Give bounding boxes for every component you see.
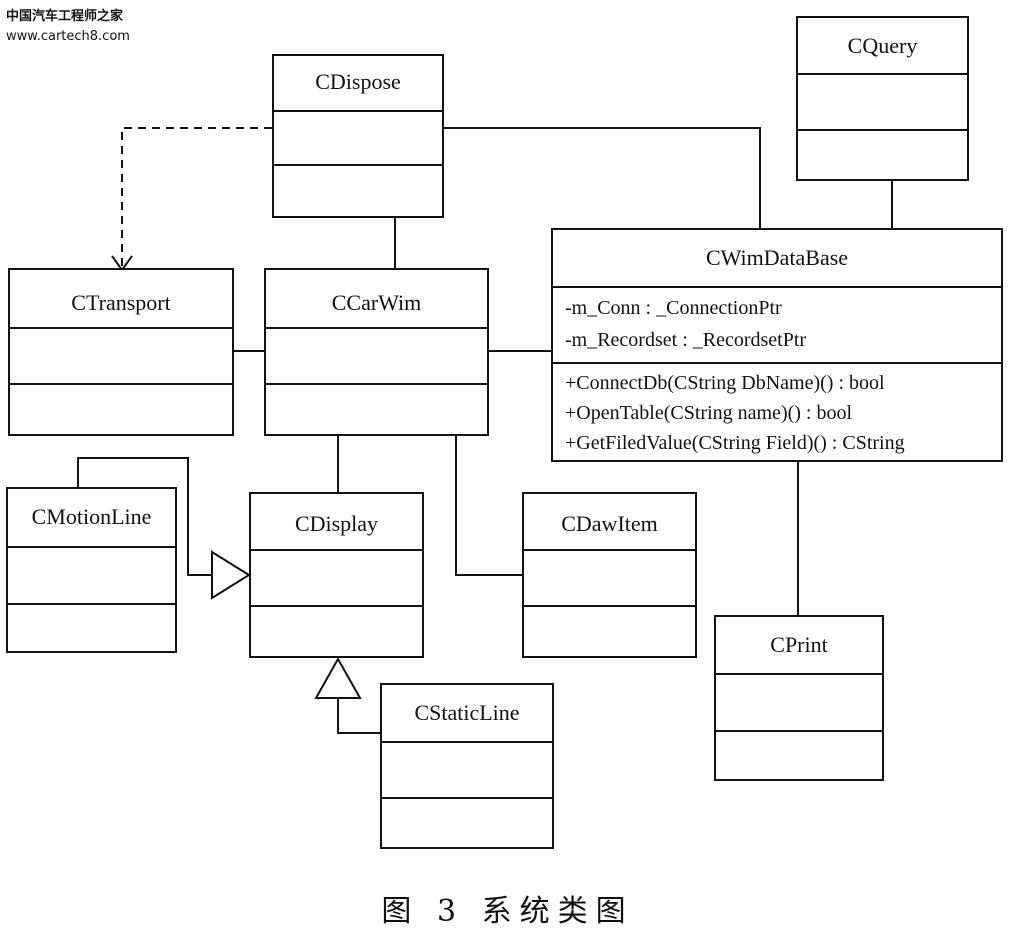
generalization-cmotionline-cdisplay xyxy=(77,457,212,576)
operations-section xyxy=(266,383,487,434)
attributes-section xyxy=(524,549,695,605)
class-name: CCarWim xyxy=(331,290,422,315)
watermark-url: www.cartech8.com xyxy=(6,29,130,44)
class-name: CDisplay xyxy=(294,511,379,536)
class-name: CDispose xyxy=(315,69,401,94)
attributes-section xyxy=(798,73,967,129)
generalization-cstaticline-cdisplay xyxy=(337,698,380,734)
class-cdawitem: CDawItem xyxy=(522,492,697,658)
class-name: CTransport xyxy=(71,290,171,315)
operations-section xyxy=(524,605,695,656)
class-name: CMotionLine xyxy=(31,504,152,529)
class-name: CPrint xyxy=(770,632,828,657)
class-name: CDawItem xyxy=(561,511,658,536)
attributes-section xyxy=(716,673,882,730)
class-name: CWimDataBase xyxy=(705,245,849,270)
class-cstaticline: CStaticLine xyxy=(380,683,554,849)
attributes-section xyxy=(382,741,552,797)
class-cdispose: CDispose xyxy=(272,54,444,218)
attributes-section: -m_Conn : _ConnectionPtr -m_Recordset : … xyxy=(553,286,1001,362)
class-ccarwim: CCarWim xyxy=(264,268,489,436)
generalization-arrowhead-cmotionline xyxy=(211,550,251,600)
attributes-section xyxy=(251,549,422,605)
class-cquery: CQuery xyxy=(796,16,969,181)
watermark-title: 中国汽车工程师之家 xyxy=(6,9,124,24)
operation-connectdb: +ConnectDb(CString DbName)() : bool xyxy=(565,372,885,394)
class-name: CStaticLine xyxy=(414,700,520,725)
operation-opentable: +OpenTable(CString name)() : bool xyxy=(565,402,853,424)
operations-section xyxy=(382,797,552,847)
operation-getfiledvalue: +GetFiledValue(CString Field)() : CStrin… xyxy=(565,432,905,454)
figure-caption: 图 3 系统类图 xyxy=(381,894,634,929)
attributes-section xyxy=(10,327,232,383)
attributes-section xyxy=(274,110,442,164)
class-ctransport: CTransport xyxy=(8,268,234,436)
class-name: CQuery xyxy=(847,33,918,58)
class-cmotionline: CMotionLine xyxy=(6,487,177,653)
operations-section xyxy=(10,383,232,434)
class-cprint: CPrint xyxy=(714,615,884,781)
operations-section: +ConnectDb(CString DbName)() : bool +Ope… xyxy=(553,362,1001,460)
generalization-arrowhead-cstaticline xyxy=(314,656,362,699)
operations-section xyxy=(8,603,175,651)
attribute-m-recordset: -m_Recordset : _RecordsetPtr xyxy=(565,329,807,351)
operations-section xyxy=(716,730,882,779)
association-ccarwim-cdawitem xyxy=(455,436,522,576)
dependency-line-cdispose-ctransport xyxy=(121,127,272,268)
class-cwimdatabase: CWimDataBase -m_Conn : _ConnectionPtr -m… xyxy=(551,228,1003,462)
association-cdispose-cwimdatabase xyxy=(444,127,761,230)
operations-section xyxy=(251,605,422,656)
operations-section xyxy=(274,164,442,216)
attributes-section xyxy=(266,327,487,383)
attribute-m-conn: -m_Conn : _ConnectionPtr xyxy=(565,297,782,319)
attributes-section xyxy=(8,546,175,603)
class-cdisplay: CDisplay xyxy=(249,492,424,658)
operations-section xyxy=(798,129,967,179)
